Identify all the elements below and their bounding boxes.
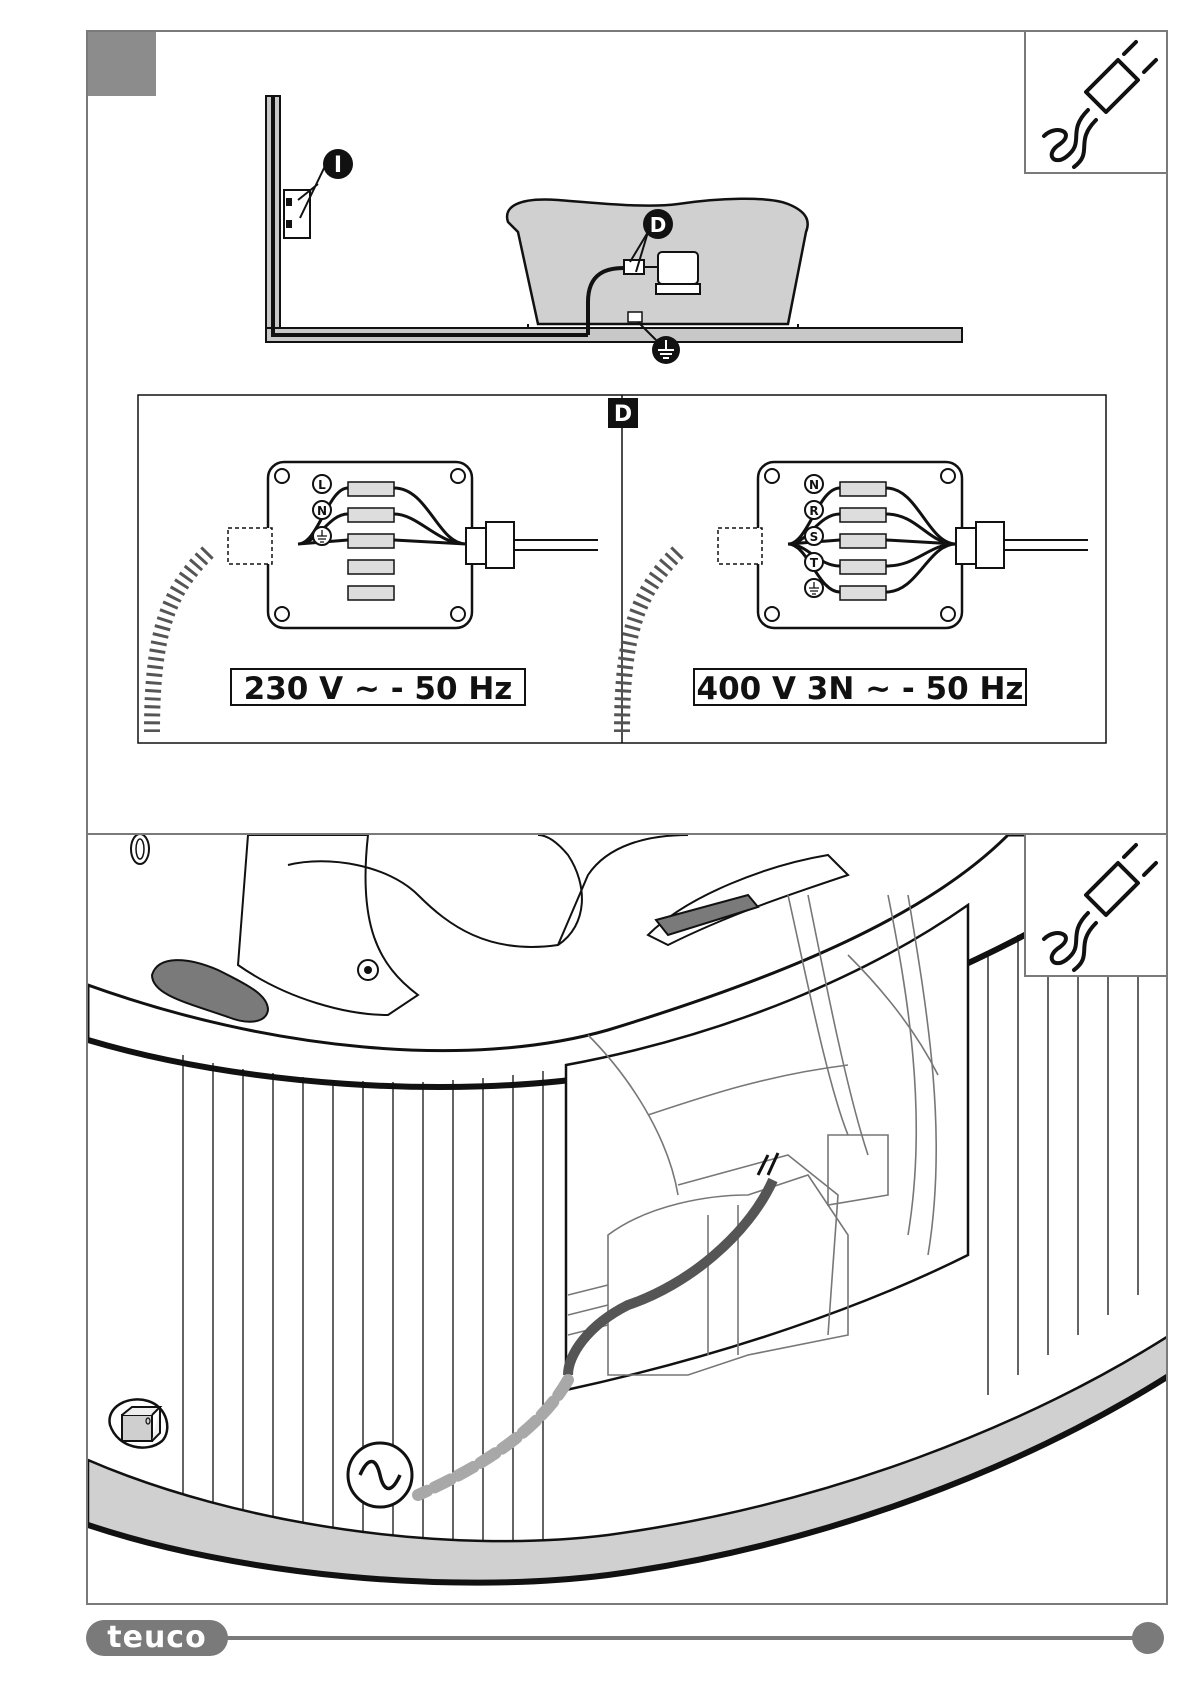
tub-electrical-schematic: I D D: [88, 32, 1170, 837]
terminal-r-label: R: [809, 504, 818, 518]
terminal-s-label: S: [810, 530, 819, 544]
panel-d-marker: D: [608, 398, 638, 428]
terminal-n-label: N: [317, 504, 327, 518]
callout-d-label: D: [650, 213, 667, 237]
ac-sine-icon: [348, 1443, 412, 1507]
voltage-single-phase: 230 V ~ - 50 Hz: [230, 668, 526, 706]
voltage-three-phase: 400 V 3N ~ - 50 Hz: [693, 668, 1027, 706]
terminal-t-label: T: [810, 556, 819, 570]
footer-dot: [1132, 1622, 1164, 1654]
panel-d-label: D: [614, 402, 632, 427]
footer-rule: [210, 1636, 1138, 1640]
tub-side-view: [88, 835, 1168, 1605]
callout-i-label: I: [334, 153, 342, 178]
plug-icon: [1026, 835, 1166, 975]
callout-i: I: [323, 149, 353, 179]
installation-illustration-bottom: [86, 833, 1168, 1605]
switch-icon: [110, 1399, 168, 1447]
terminal-l-label: L: [318, 478, 326, 492]
plug-icon-box: [1024, 835, 1166, 977]
installation-diagram-top: I D D: [86, 30, 1168, 835]
brand-logo: teuco: [86, 1620, 228, 1656]
wall-switch: [284, 164, 326, 238]
terminal-n3-label: N: [809, 478, 819, 492]
